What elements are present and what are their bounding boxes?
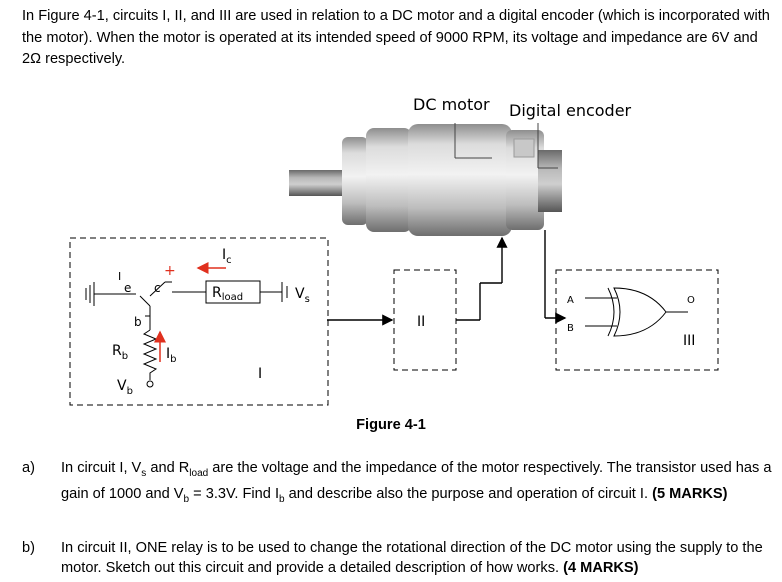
figure-4-1: DC motor Digital encoder bbox=[0, 88, 782, 418]
label-vs: Vs bbox=[295, 286, 310, 305]
question-a-label: a) bbox=[22, 460, 35, 476]
label-plus: + bbox=[164, 263, 176, 279]
figure-caption: Figure 4-1 bbox=[356, 417, 426, 433]
circuit-3-label: III bbox=[683, 333, 695, 349]
xor-gate-icon bbox=[607, 287, 667, 337]
label-i-left: I bbox=[118, 270, 121, 283]
label-rb: Rb bbox=[112, 343, 128, 362]
circuit-3: A B O III bbox=[555, 269, 719, 371]
label-vb: Vb bbox=[117, 378, 133, 397]
label-terminal-e: e bbox=[124, 281, 131, 295]
label-ib: Ib bbox=[166, 346, 177, 365]
question-b: b) In circuit II, ONE relay is to be use… bbox=[22, 538, 774, 578]
label-ic: Ic bbox=[222, 247, 232, 266]
question-a-text: In circuit I, Vs and Rload are the volta… bbox=[61, 460, 772, 505]
circuit-1-label: I bbox=[258, 366, 262, 382]
label-terminal-b: b bbox=[134, 315, 142, 329]
question-b-text: In circuit II, ONE relay is to be used t… bbox=[61, 540, 763, 576]
question-b-label: b) bbox=[22, 540, 35, 556]
ground-icon bbox=[85, 282, 95, 306]
question-b-marks: (4 MARKS) bbox=[563, 560, 639, 576]
circuit-2-label: II bbox=[417, 314, 425, 330]
xor-output-o: O bbox=[687, 295, 695, 306]
xor-input-a: A bbox=[567, 295, 574, 306]
intro-paragraph: In Figure 4-1, circuits I, II, and III a… bbox=[22, 8, 770, 67]
label-rload: Rload bbox=[212, 285, 243, 303]
digital-encoder-label: Digital encoder bbox=[509, 101, 632, 120]
dc-motor-label: DC motor bbox=[413, 95, 490, 114]
circuit-2: II bbox=[393, 269, 457, 371]
label-terminal-c: c bbox=[154, 281, 161, 295]
xor-input-b: B bbox=[567, 323, 574, 334]
question-a-marks: (5 MARKS) bbox=[652, 485, 728, 502]
motor-encoder-image bbox=[289, 123, 562, 236]
circuit-1: I e + c b Ic Rload Vs Rb Ib Vb I bbox=[69, 237, 329, 406]
question-a: a) In circuit I, Vs and Rload are the vo… bbox=[22, 458, 774, 510]
